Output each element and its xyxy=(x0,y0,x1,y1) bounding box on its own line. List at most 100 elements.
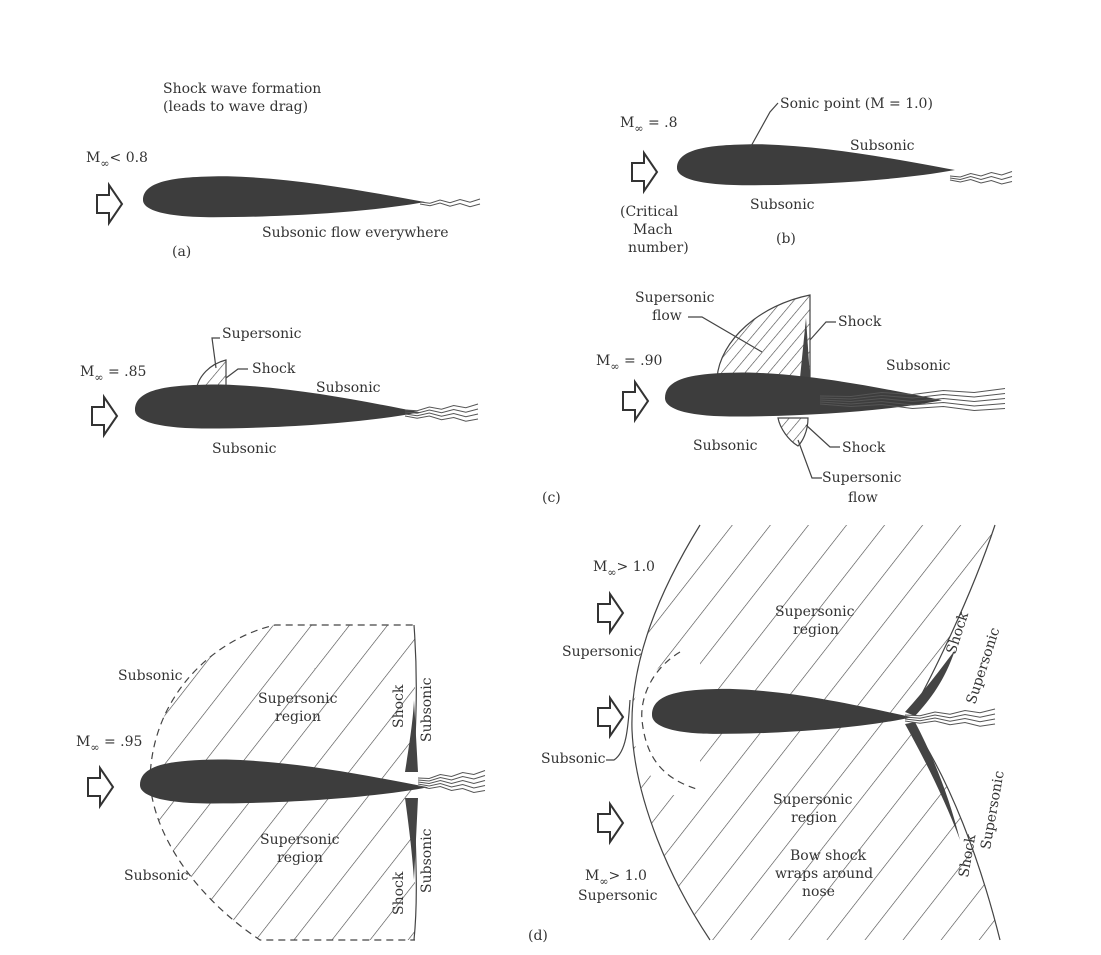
lower-subsonic: Subsonic xyxy=(212,441,277,457)
sonic-line-bottom xyxy=(149,782,415,941)
supersonic-left-top: Supersonic xyxy=(562,644,642,660)
subsonic-nose-label: Subsonic xyxy=(541,751,606,767)
flow-arrow-icon xyxy=(91,393,119,439)
wake-line xyxy=(419,198,481,204)
wake-line xyxy=(819,397,1006,403)
wake-line xyxy=(949,178,1013,185)
critical-line-1: (Critical xyxy=(620,204,679,220)
region-top-1: Supersonic xyxy=(258,691,338,707)
bow-1: Bow shock xyxy=(790,848,867,864)
panel-c-left: M∞ = .85 Supersonic Shock Subsonic Subso… xyxy=(80,326,479,457)
caption-a: (a) xyxy=(172,244,191,260)
sonic-line xyxy=(641,651,701,791)
arrow-shape xyxy=(622,378,650,424)
mach-label: M∞ = .8 xyxy=(620,115,678,135)
arrow-shape xyxy=(91,393,119,439)
wake xyxy=(904,708,996,727)
subsonic-right-top: Subsonic xyxy=(419,677,435,742)
panel-d-right: M∞> 1.0 Supersonic Subsonic M∞> 1.0 Supe… xyxy=(528,524,1008,944)
supersonic-left-bottom: Supersonic xyxy=(578,888,658,904)
wake xyxy=(819,388,1006,412)
critical-line-2: Mach xyxy=(633,222,673,238)
sonic-point-leader xyxy=(749,102,779,149)
caption-d: (d) xyxy=(528,928,548,944)
arrow-shape xyxy=(597,590,625,636)
upper-supersonic-region xyxy=(716,294,811,379)
region-bottom-2: region xyxy=(791,810,837,826)
lower-subsonic: Subsonic xyxy=(693,438,758,454)
upper-subsonic: Subsonic xyxy=(850,138,915,154)
airfoil xyxy=(140,759,428,804)
region-top-2: region xyxy=(275,709,321,725)
supersonic-flow-bottom-1: Supersonic xyxy=(822,470,902,486)
upper-subsonic: Subsonic xyxy=(316,380,381,396)
title-line-2: (leads to wave drag) xyxy=(163,99,308,115)
subsonic-right-bottom: Subsonic xyxy=(419,828,435,893)
panel-a: Shock wave formation (leads to wave drag… xyxy=(86,81,481,260)
flow-arrow-icon xyxy=(631,149,659,195)
supersonic-regions xyxy=(631,525,1000,940)
wake-line xyxy=(417,782,486,789)
arrow-shape xyxy=(87,764,115,810)
wake xyxy=(949,171,1013,185)
subsonic-bottom: Subsonic xyxy=(124,868,189,884)
bow-2: wraps around xyxy=(775,866,873,882)
airfoil xyxy=(135,384,420,429)
region-bottom-1: Supersonic xyxy=(260,832,340,848)
shock-top xyxy=(405,700,418,772)
region-top-2: region xyxy=(793,622,839,638)
region-top-1: Supersonic xyxy=(775,604,855,620)
wake-line xyxy=(404,412,479,418)
sonic-point-label: Sonic point (M = 1.0) xyxy=(780,96,933,112)
airfoil xyxy=(677,144,955,186)
arrow-shape xyxy=(96,181,124,227)
mach-label: M∞ = .95 xyxy=(76,734,142,754)
wake-line xyxy=(819,403,1006,412)
mach-label: M∞ = .85 xyxy=(80,364,146,384)
airfoil xyxy=(665,372,942,417)
supersonic-flow-top-2: flow xyxy=(652,308,682,324)
supersonic-flow-leader-bottom xyxy=(797,439,822,479)
supersonic-flow-top-1: Supersonic xyxy=(635,290,715,306)
shock-bottom xyxy=(905,722,960,840)
wake-line xyxy=(404,415,479,422)
critical-line-3: number) xyxy=(628,240,689,256)
wake-line xyxy=(819,400,1006,407)
airfoil xyxy=(652,688,912,734)
supersonic-leader xyxy=(211,337,220,369)
arrow-shape xyxy=(597,800,625,846)
shock-leader-top xyxy=(809,321,836,341)
shock-bottom-label: Shock xyxy=(956,833,979,879)
wake-line xyxy=(904,708,996,717)
wake xyxy=(419,198,481,208)
panel-b: M∞ = .8 Sonic point (M = 1.0) Subsonic S… xyxy=(620,96,1013,256)
panel-c-right: M∞ = .90 Supersonic flow Shock Subsonic … xyxy=(542,290,1006,506)
flow-arrow-icon xyxy=(96,181,124,227)
wake-line xyxy=(404,408,479,414)
upper-subsonic: Subsonic xyxy=(886,358,951,374)
bow-shock xyxy=(631,524,711,941)
wake xyxy=(417,770,486,794)
subsonic-nose-leader xyxy=(606,699,631,761)
bow-3: nose xyxy=(802,884,835,900)
upper-shock xyxy=(800,318,810,378)
shock-top-label: Shock xyxy=(391,684,407,728)
wake-line xyxy=(417,785,486,794)
wake-line xyxy=(417,779,486,785)
wake-line xyxy=(949,171,1013,178)
flow-arrow-icon xyxy=(597,590,625,636)
flow-label: Subsonic flow everywhere xyxy=(262,225,449,241)
supersonic-flow-leader-top xyxy=(688,316,763,353)
supersonic-label: Supersonic xyxy=(222,326,302,342)
shock-leader-bottom xyxy=(805,424,840,448)
arrow-shape xyxy=(597,694,625,740)
wake-line xyxy=(417,770,486,780)
shock-label: Shock xyxy=(252,361,296,377)
wake-line xyxy=(819,388,1006,398)
supersonic-flow-bottom-2: flow xyxy=(848,490,878,506)
shock-top xyxy=(905,650,955,716)
caption-b: (b) xyxy=(776,231,796,247)
flow-arrow-icon xyxy=(597,694,625,740)
shock-bottom-label: Shock xyxy=(391,871,407,915)
lower-supersonic-region xyxy=(777,417,809,447)
